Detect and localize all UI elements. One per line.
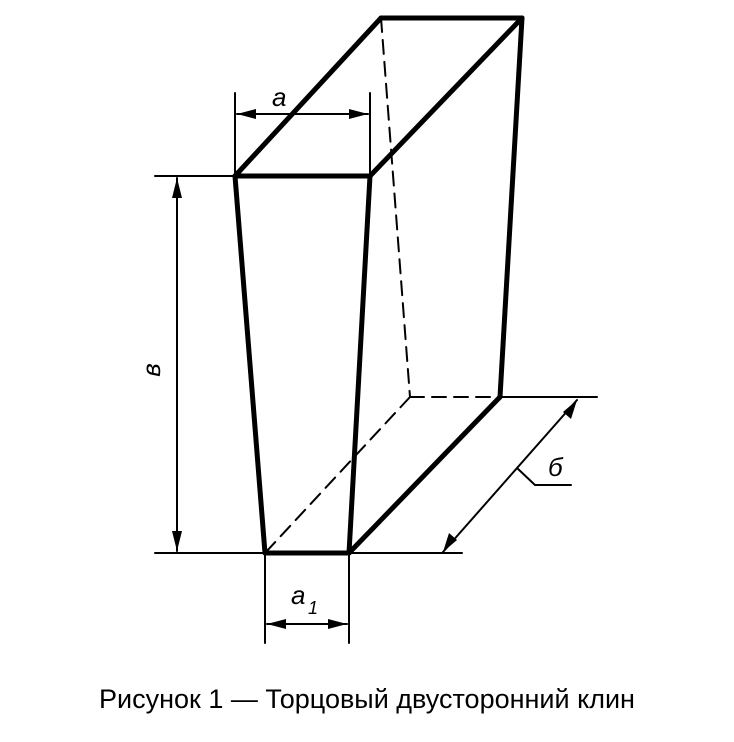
visible-edges: [232, 15, 525, 556]
figure-caption: Рисунок 1 — Торцовый двусторонний клин: [99, 684, 635, 714]
label-a1-subscript: 1: [308, 598, 318, 618]
dimension-lines: [154, 92, 598, 644]
label-a1: a: [291, 580, 305, 610]
label-height: в: [136, 363, 166, 377]
arrowheads: [172, 109, 577, 629]
label-a: a: [272, 82, 286, 112]
hidden-edges: [264, 17, 501, 554]
label-depth: б: [548, 452, 564, 482]
